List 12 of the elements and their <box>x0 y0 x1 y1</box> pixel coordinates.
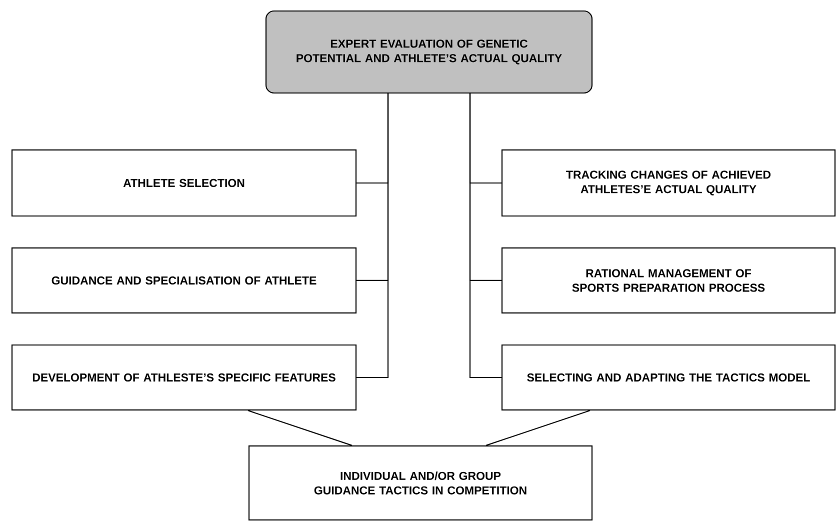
process-box: INDIVIDUAL AND/OR GROUP GUIDANCE TACTICS IN COMPETITION <box>248 445 593 521</box>
process-box: GUIDANCE AND SPECIALISATION OF ATHLETE <box>11 247 357 314</box>
connector <box>469 94 502 378</box>
process-box: ATHLETE SELECTION <box>11 149 357 217</box>
rounded-box: EXPERT EVALUATION OF GENETIC POTENTIAL AND ATHLETE’S ACTUAL QUALITY <box>265 10 593 94</box>
process-box: TRACKING CHANGES OF ACHIEVED ATHLETES’E ACTUAL QUALITY <box>501 149 836 217</box>
connector <box>356 94 389 378</box>
connector <box>248 410 352 446</box>
process-box: RATIONAL MANAGEMENT OF SPORTS PREPARATION PROCESS <box>501 247 836 314</box>
process-box: DEVELOPMENT OF ATHLESTE’S SPECIFIC FEATURES <box>11 344 357 411</box>
process-box: SELECTING AND ADAPTING THE TACTICS MODEL <box>501 344 836 411</box>
connector <box>486 410 590 446</box>
